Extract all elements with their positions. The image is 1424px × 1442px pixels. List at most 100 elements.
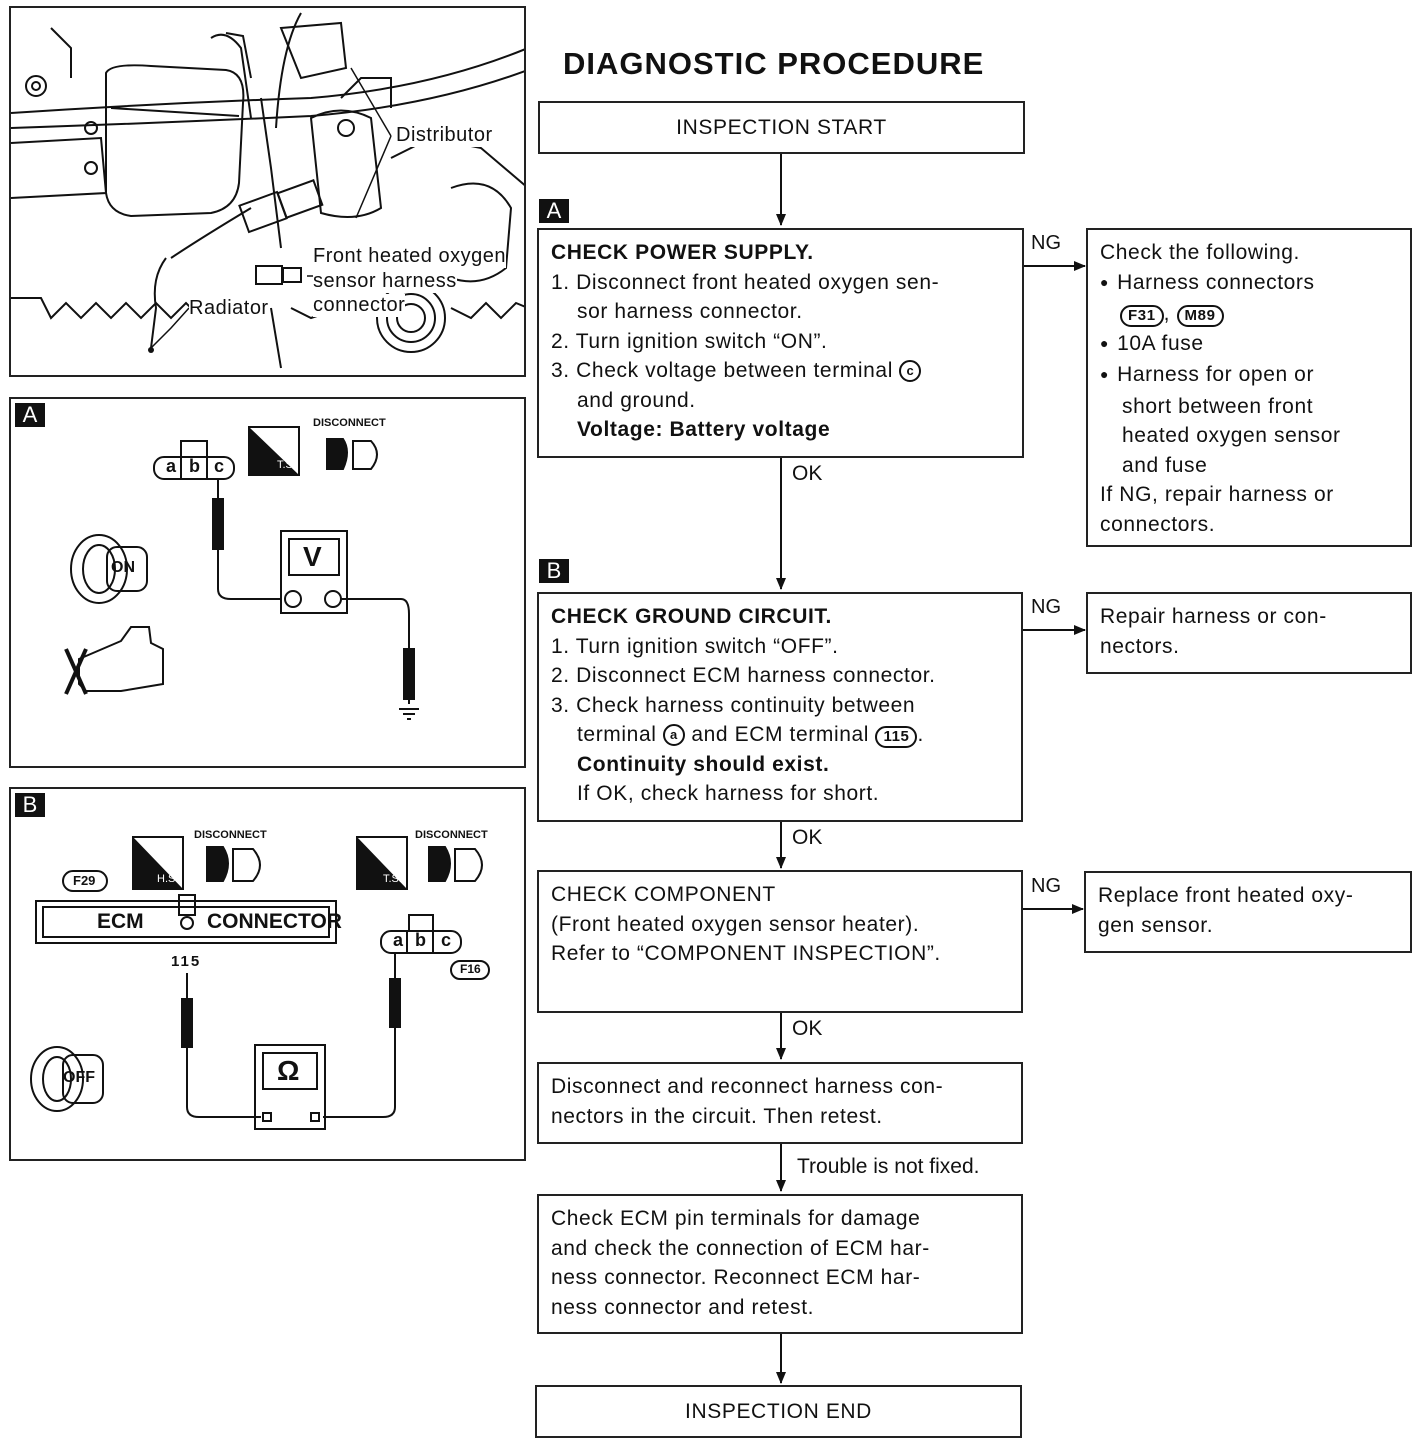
result-a-bullet3d: and fuse bbox=[1122, 453, 1208, 477]
figure-a-voltage-check: A bbox=[9, 397, 526, 768]
check-component-box: CHECK COMPONENT (Front heated oxygen sen… bbox=[537, 870, 1023, 1013]
reconnect-box: Disconnect and reconnect harness con- ne… bbox=[537, 1062, 1023, 1144]
ok-label-c: OK bbox=[792, 1017, 823, 1040]
terminal-c-symbol: c bbox=[899, 360, 922, 383]
trouble-not-fixed-label: Trouble is not fixed. bbox=[797, 1155, 980, 1178]
figure-a-meter-label: V bbox=[303, 541, 322, 572]
step-c-line1: CHECK COMPONENT bbox=[551, 883, 776, 906]
step-b-item3b-mid: and ECM terminal bbox=[691, 723, 870, 746]
step-b-tag: B bbox=[539, 559, 569, 583]
result-a-bullet2-text: 10A fuse bbox=[1117, 331, 1204, 355]
check-ecm-box: Check ECM pin terminals for damage and c… bbox=[537, 1194, 1023, 1334]
result-a-bullet3c: heated oxygen sensor bbox=[1122, 424, 1341, 447]
inspection-end-box: INSPECTION END bbox=[535, 1385, 1022, 1438]
result-a-connectors-row: F31, M89 bbox=[1100, 299, 1398, 329]
figure-b-sensor-code: F16 bbox=[460, 962, 481, 976]
figure-b-terminal-c: c bbox=[441, 930, 452, 950]
step-a-item3-row: 3. Check voltage between terminal c bbox=[551, 356, 1010, 386]
figure-b-key-label: OFF bbox=[63, 1069, 95, 1086]
figure-b-continuity-check: B bbox=[9, 787, 526, 1161]
step-a-item3b: and ground. bbox=[577, 388, 696, 412]
result-c-line2: gen sensor. bbox=[1098, 913, 1214, 937]
result-a-bullet3a-text: Harness for open or bbox=[1117, 363, 1315, 386]
figure-a-disconnect-label: DISCONNECT bbox=[313, 417, 386, 429]
label-radiator: Radiator bbox=[189, 297, 269, 320]
step-d-line1: Disconnect and reconnect harness con- bbox=[551, 1075, 944, 1098]
step-a-item1: 1. Disconnect front heated oxygen sen- bbox=[551, 270, 940, 294]
ng-label-b: NG bbox=[1031, 596, 1061, 618]
inspection-start-box: INSPECTION START bbox=[538, 101, 1025, 154]
step-b-item3: 3. Check harness continuity between bbox=[551, 693, 916, 717]
step-e-line2: and check the connection of ECM har- bbox=[551, 1236, 930, 1260]
figure-b-disconnect-label-2: DISCONNECT bbox=[415, 829, 488, 841]
figure-a-tag: A bbox=[15, 403, 45, 427]
step-a-tag: A bbox=[539, 199, 569, 223]
connector-f31: F31 bbox=[1120, 305, 1164, 327]
step-c-line2: (Front heated oxygen sensor heater). bbox=[551, 912, 920, 936]
figure-b-hs-label: H.S. bbox=[157, 873, 179, 885]
step-b-item3b-pre: terminal bbox=[577, 723, 657, 746]
figure-b-tag: B bbox=[15, 793, 45, 817]
result-a-bullet3: Harness for open or bbox=[1100, 360, 1398, 392]
step-a-heading: CHECK POWER SUPPLY. bbox=[551, 241, 814, 264]
check-ground-circuit-box: CHECK GROUND CIRCUIT. 1. Turn ignition s… bbox=[537, 592, 1023, 822]
page-title: DIAGNOSTIC PROCEDURE bbox=[563, 46, 985, 81]
figure-b-ecm-label: ECM bbox=[97, 910, 144, 933]
figure-a-terminal-b: b bbox=[189, 456, 200, 476]
step-b-item3b-end: . bbox=[917, 723, 924, 746]
engine-bay-figure: Distributor Front heated oxygen sensor h… bbox=[9, 6, 526, 377]
step-b-item1: 1. Turn ignition switch “OFF”. bbox=[551, 634, 839, 658]
step-c-line3: Refer to “COMPONENT INSPECTION”. bbox=[551, 942, 941, 965]
step-b-heading: CHECK GROUND CIRCUIT. bbox=[551, 605, 832, 628]
figure-b-terminal-a: a bbox=[393, 930, 404, 950]
result-a-bullet3b: short between front bbox=[1122, 394, 1314, 418]
ng-label-a: NG bbox=[1031, 232, 1061, 254]
step-b-spec: Continuity should exist. bbox=[577, 752, 830, 776]
figure-b-connector-label: CONNECTOR bbox=[207, 910, 342, 933]
step-a-item2: 2. Turn ignition switch “ON”. bbox=[551, 329, 828, 353]
figure-a-ts-label: T.S. bbox=[277, 459, 296, 471]
label-sensor-line1: Front heated oxygen bbox=[313, 245, 506, 268]
step-d-line2: nectors in the circuit. Then retest. bbox=[551, 1104, 883, 1128]
figure-b-illustration bbox=[30, 836, 490, 1130]
label-sensor-line2: sensor harness bbox=[313, 270, 457, 293]
result-a-bullet1-text: Harness connectors bbox=[1117, 270, 1315, 294]
figure-a-key-label: ON bbox=[111, 559, 135, 576]
figure-b-terminal-b: b bbox=[415, 930, 426, 950]
figure-a-illustration bbox=[64, 426, 419, 720]
step-a-item1b: sor harness connector. bbox=[577, 300, 803, 323]
engine-bay-illustration bbox=[11, 12, 524, 369]
step-a-spec: Voltage: Battery voltage bbox=[577, 418, 831, 441]
result-c-box: Replace front heated oxy- gen sensor. bbox=[1084, 871, 1412, 953]
step-e-line3: ness connector. Reconnect ECM har- bbox=[551, 1266, 921, 1289]
result-b-line2: nectors. bbox=[1100, 634, 1180, 658]
figure-a-terminal-a: a bbox=[166, 456, 177, 476]
result-a-end1: If NG, repair harness or bbox=[1100, 483, 1334, 506]
ok-label-a: OK bbox=[792, 462, 823, 485]
step-b-item2: 2. Disconnect ECM harness connector. bbox=[551, 664, 936, 687]
result-a-line1: Check the following. bbox=[1100, 241, 1300, 264]
result-a-box: Check the following. Harness connectors … bbox=[1086, 228, 1412, 547]
connector-m89: M89 bbox=[1176, 305, 1224, 327]
step-e-line4: ness connector and retest. bbox=[551, 1295, 815, 1319]
figure-b-connector-code: F29 bbox=[73, 873, 96, 888]
ecm-pin-115: 115 bbox=[875, 726, 918, 748]
label-sensor-line3: connector bbox=[313, 294, 406, 317]
result-b-line1: Repair harness or con- bbox=[1100, 605, 1327, 628]
result-c-line1: Replace front heated oxy- bbox=[1098, 884, 1354, 907]
figure-b-meter-label: Ω bbox=[277, 1055, 300, 1086]
result-a-bullet1: Harness connectors bbox=[1100, 268, 1398, 300]
step-e-line1: Check ECM pin terminals for damage bbox=[551, 1207, 921, 1230]
label-distributor: Distributor bbox=[396, 124, 493, 147]
result-a-sep: , bbox=[1163, 302, 1171, 325]
figure-b-ecm-pin: 115 bbox=[171, 953, 202, 970]
step-b-note: If OK, check harness for short. bbox=[577, 782, 880, 805]
check-power-supply-box: CHECK POWER SUPPLY. 1. Disconnect front … bbox=[537, 228, 1024, 458]
result-b-box: Repair harness or con- nectors. bbox=[1086, 592, 1412, 674]
figure-b-disconnect-label-1: DISCONNECT bbox=[194, 829, 267, 841]
step-b-item3b-row: terminal a and ECM terminal 115. bbox=[551, 720, 1009, 750]
terminal-a-symbol: a bbox=[662, 724, 685, 747]
ng-label-c: NG bbox=[1031, 875, 1061, 897]
step-a-item3: 3. Check voltage between terminal bbox=[551, 359, 893, 382]
result-a-end2: connectors. bbox=[1100, 512, 1216, 536]
